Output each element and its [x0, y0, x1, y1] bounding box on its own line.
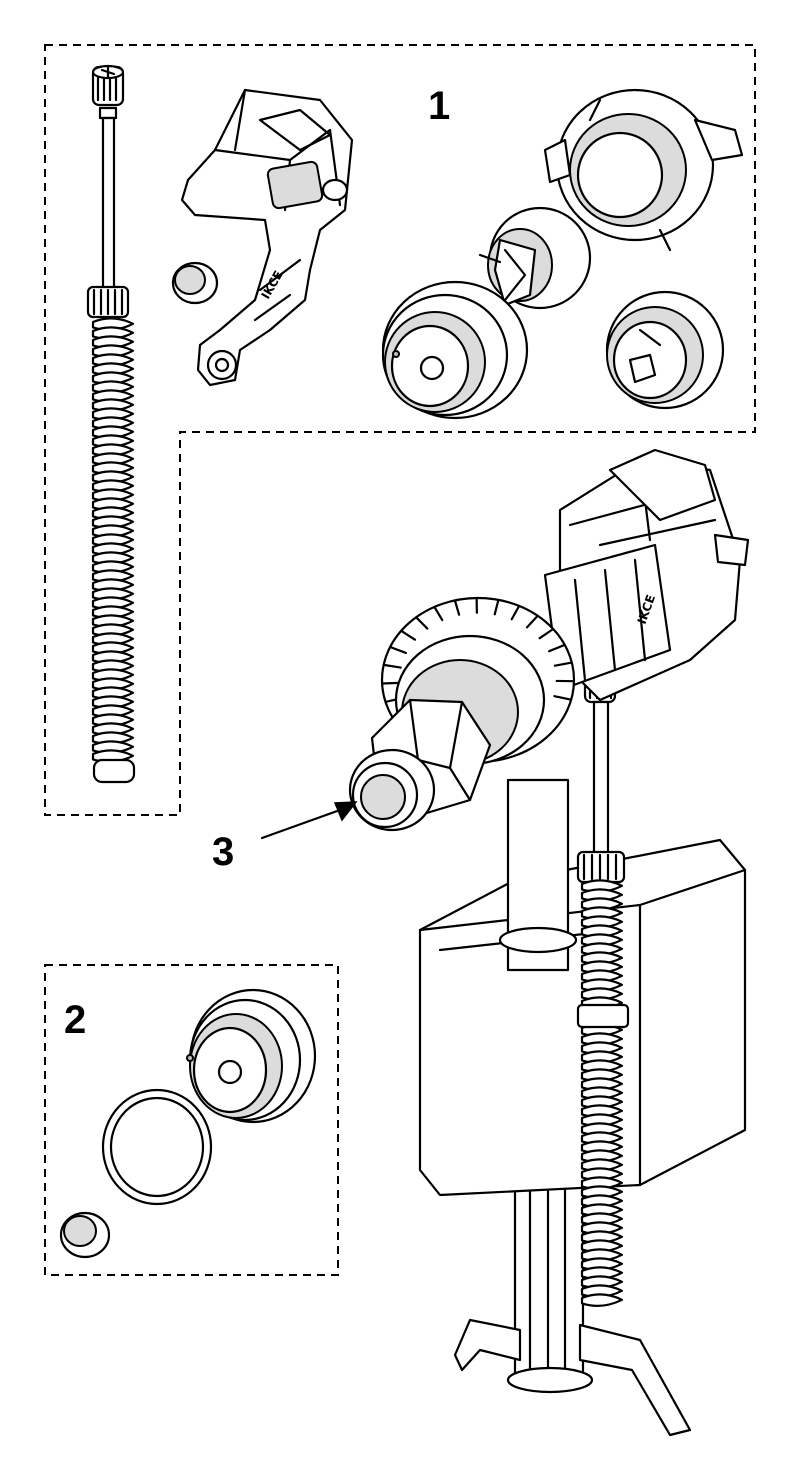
- small-cap: [173, 263, 217, 303]
- float-arm-lever: IKCE: [182, 90, 352, 385]
- callout-3-arrow: [262, 802, 356, 838]
- valve-piston: [480, 208, 590, 308]
- callout-3: 3: [212, 830, 235, 874]
- assembled-fill-valve: IKCE: [350, 450, 748, 1435]
- o-ring: [103, 1090, 211, 1204]
- small-cap-spare: [61, 1213, 109, 1257]
- valve-diaphragm-large: [383, 282, 527, 418]
- valve-filter-cap: [607, 292, 723, 408]
- callout-1: 1: [428, 84, 451, 128]
- replacement-diaphragm: [187, 990, 315, 1122]
- kit-1-boundary: [45, 45, 755, 815]
- callout-2: 2: [64, 998, 87, 1042]
- bayonet-ring: [545, 90, 742, 250]
- threaded-rod-with-spring: [88, 66, 134, 782]
- kit-2-boundary: [45, 965, 338, 1275]
